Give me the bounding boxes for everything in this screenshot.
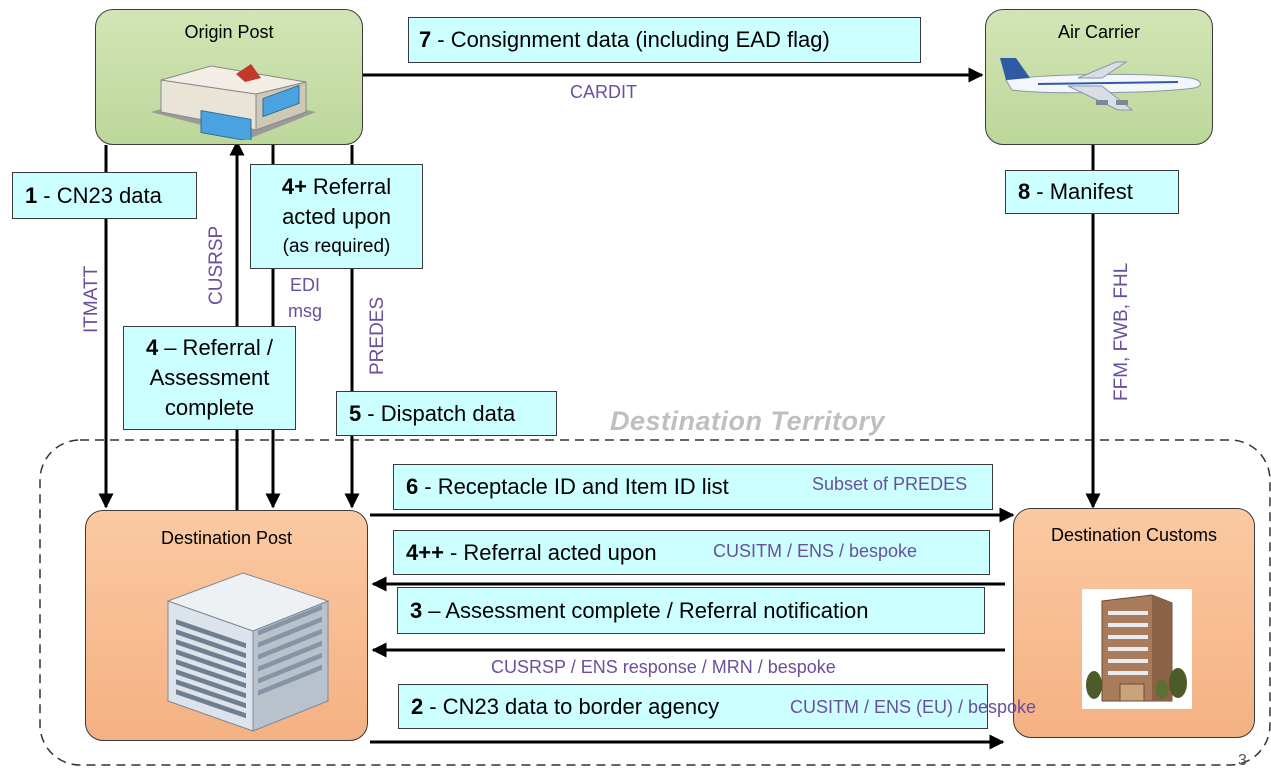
page-number: 3 [1238,752,1247,769]
post-office-building-icon [151,64,316,140]
destination-post-title: Destination Post [160,528,293,548]
step-4plus-number: 4+ [281,173,307,199]
step-5-box: 5 - Dispatch data [336,391,557,436]
cardit-label: CARDIT [570,82,637,102]
edi-msg-label: EDI msg [288,272,322,324]
step-4-line2: Assessment [149,365,270,390]
air-carrier-title: Air Carrier [1057,22,1140,42]
step-5-number: 5 [349,400,362,426]
step-6-text: - Receptacle ID and Item ID list [424,474,729,499]
edi-label: EDI [290,275,321,295]
step-7-text: - Consignment data (including EAD flag) [437,27,830,52]
step-6-number: 6 [406,474,419,499]
step-4plus-line2: acted upon [282,203,391,229]
msg-label: msg [288,301,323,321]
step-8-text: - Manifest [1036,179,1133,204]
destination-customs-title: Destination Customs [1050,525,1218,545]
step-7-number: 7 [419,27,432,52]
destination-territory-label: Destination Territory [610,406,886,436]
origin-post-node[interactable]: Origin Post [95,9,363,145]
step-4plus-line3: (as required) [282,235,391,257]
step-8-box: 8 - Manifest [1005,170,1179,214]
step-3-box: 3 – Assessment complete / Referral notif… [397,587,985,634]
step-1-text: - CN23 data [43,182,162,208]
step-6-box: 6 - Receptacle ID and Item ID list [393,464,993,510]
cusitm-ens-bespoke-label: CUSITM / ENS / bespoke [713,541,918,561]
step-4plusplus-number: 4++ [406,539,444,565]
predes-label: PREDES [367,296,388,375]
step-4-box: 4– Referral / Assessment complete [123,326,296,430]
step-4plus-line1: 4+Referral [282,172,391,202]
step-4-number: 4 [145,335,159,360]
step-2-number: 2 [411,693,424,719]
air-carrier-node[interactable]: Air Carrier [985,9,1213,145]
itmatt-label: ITMATT [81,265,102,333]
step-4plusplus-text: - Referral acted upon [449,539,657,565]
step-8-number: 8 [1018,179,1031,204]
step-4-line1: 4– Referral / [146,333,273,363]
step-4-label: – Referral / [164,335,274,360]
step-1-box: 1 - CN23 data [12,172,197,219]
cusrsp-label: CUSRSP [206,225,227,305]
step-4-line3: complete [164,395,255,420]
destination-post-node[interactable]: Destination Post [85,510,368,741]
cusitm-ens-eu-bespoke-label: CUSITM / ENS (EU) / bespoke [790,697,1037,717]
step-4plus-box: 4+Referral acted upon (as required) [250,164,423,269]
cusrsp-ens-response-label: CUSRSP / ENS response / MRN / bespoke [491,657,836,677]
step-7-box: 7 - Consignment data (including EAD flag… [408,17,921,63]
customs-building-icon [1082,589,1192,709]
destination-territory-region [39,439,1271,766]
office-building-icon [166,572,330,732]
step-5-text: - Dispatch data [367,400,516,426]
airplane-icon [1000,58,1201,111]
destination-customs-node[interactable]: Destination Customs [1013,508,1255,738]
subset-of-predes-label: Subset of PREDES [812,474,968,494]
origin-post-title: Origin Post [184,22,274,42]
step-4plus-label: Referral [312,173,392,199]
step-4plusplus-box: 4++ - Referral acted upon [393,530,990,575]
step-2-text: - CN23 data to border agency [429,693,720,719]
step-2-box: 2 - CN23 data to border agency [398,684,988,729]
step-1-number: 1 [25,182,38,208]
step-3-number: 3 [410,597,423,623]
ffm-fwb-fhl-label: FFM, FWB, FHL [1111,262,1132,401]
step-3-text: – Assessment complete / Referral notific… [428,597,869,623]
